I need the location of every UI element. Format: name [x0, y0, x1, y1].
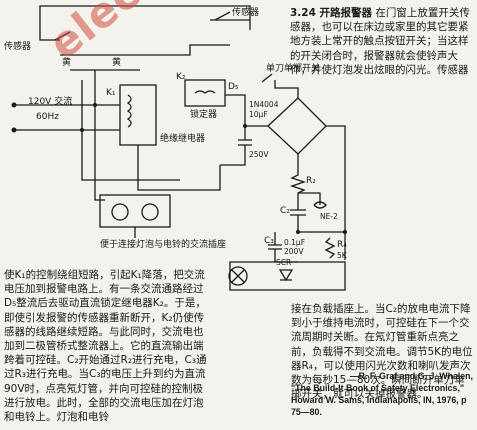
label-yellow-1: 黄	[62, 58, 72, 68]
bridge-top	[274, 80, 299, 98]
load-lamp	[228, 266, 248, 286]
junction-5	[243, 124, 247, 128]
label-c3-value: 0.1μF	[284, 238, 306, 247]
outlet-box	[99, 194, 171, 228]
label-k2: K₂	[176, 72, 186, 82]
supply-vertical-2	[81, 80, 180, 181]
citation: —R. F. Graf and G. J. Whalen, "The Build…	[291, 370, 473, 418]
label-switch-note: 单刀单掷开关	[266, 64, 321, 74]
article-intro: 3.24 开路报警器 在门窗上放置开关传感器，也可以在床边或家里的其它要紧地方装…	[290, 6, 470, 77]
citation-source: "The Build-It Book of Safety Electronics…	[291, 383, 467, 417]
junction-3	[296, 230, 300, 234]
outlet-left	[111, 203, 129, 221]
label-d5: D₅	[228, 82, 239, 92]
section-heading: 3.24 开路报警器	[290, 7, 373, 19]
junction-4	[343, 230, 347, 234]
r-chain	[289, 170, 307, 210]
bridge-right-out	[326, 125, 346, 260]
label-lock-relay: 锁定器	[190, 110, 218, 120]
sensor-left-wire	[39, 12, 60, 41]
label-c3-volt: 200V	[284, 247, 304, 256]
scr-symbol	[278, 269, 294, 282]
article-left-column: 使K₁的控制绕组短路，引起K₁降落，把交流电压加到报警电路上。有一条交流通路经过…	[4, 269, 207, 424]
label-sensor-left: 传感器	[4, 42, 32, 52]
label-r2: R₂	[306, 176, 316, 186]
label-yellow-2: 黄	[112, 58, 122, 68]
sensor-switch-right	[214, 11, 231, 21]
label-neon: NE-2	[320, 212, 338, 221]
outlet-right	[141, 203, 159, 221]
relay-k2	[184, 79, 226, 107]
relay-k1	[119, 84, 157, 146]
cap-left-lead	[220, 145, 246, 166]
label-sensor-right: 传感器	[232, 8, 260, 18]
label-ac-source: 120V 交流	[28, 97, 73, 107]
label-c3: C₃	[264, 236, 274, 246]
label-frequency: 60Hz	[36, 112, 59, 122]
junction-1	[93, 103, 97, 107]
label-rating-1: 1N4004	[249, 100, 279, 109]
terminal-dot-1	[11, 102, 17, 108]
sensor-loop-wire	[39, 5, 251, 30]
cap-left	[238, 139, 252, 146]
label-r4: R₄	[337, 240, 347, 250]
bus-top	[60, 44, 230, 56]
label-insulated-relay: 绝缘继电器	[160, 134, 206, 144]
label-rating-3: 250V	[249, 150, 269, 159]
intro-text: 在门窗上放置开关传感器，也可以在床边或家里的其它要紧地方装上常开的触点按钮开关；…	[290, 7, 470, 76]
r3-lead	[298, 192, 321, 205]
label-plug-note: 便于连接灯泡与电铃的交流插座	[100, 240, 227, 250]
label-c2: C₂	[280, 206, 290, 216]
terminal-dot-2	[11, 127, 17, 133]
coil-k2	[194, 90, 216, 94]
d5-wire	[225, 94, 246, 140]
supply-vertical	[94, 70, 105, 201]
article-right-column: 接在负载插座上。当C₂的放电电流下降到小于维持电流时，可控硅在下一个交流周期时关…	[291, 303, 473, 401]
label-r4-value: 5K	[337, 251, 347, 260]
spst-switch	[261, 73, 273, 83]
junction-2	[80, 128, 84, 132]
citation-authors: —R. F. Graf and G. J. Whalen,	[349, 371, 473, 381]
r4-resistor	[324, 237, 336, 259]
label-scr: SCR	[276, 258, 292, 267]
label-k1: K₁	[106, 88, 116, 98]
load-lamp-x	[231, 269, 245, 283]
label-rating-2: 10μF	[249, 110, 268, 119]
neon-lamp	[313, 201, 327, 209]
k1-down	[137, 145, 221, 191]
sensor-switch-left	[54, 31, 71, 41]
coil-k1	[126, 94, 132, 128]
c2-cap	[290, 209, 306, 216]
